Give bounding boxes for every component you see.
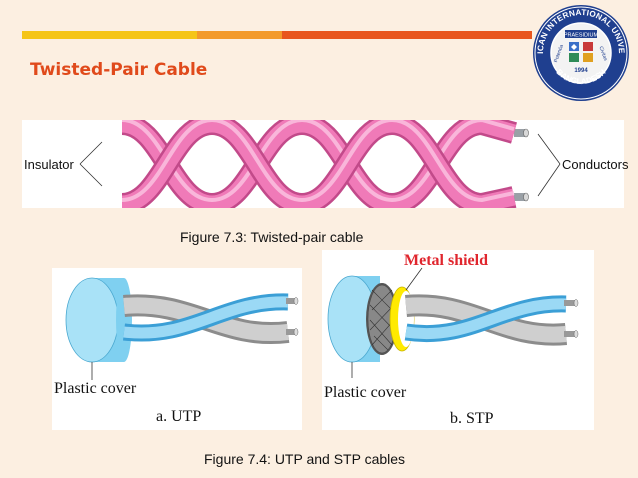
- insulator-label: Insulator: [24, 157, 74, 172]
- metal-shield-label: Metal shield: [404, 252, 488, 269]
- utp-sub-caption: a. UTP: [156, 408, 202, 425]
- stp-figure: Metal shield Plastic cover b. STP: [322, 250, 594, 430]
- utp-plastic-cover-label: Plastic cover: [54, 380, 137, 397]
- logo-left-word: Potentia: [553, 44, 565, 63]
- figure-7-3-caption: Figure 7.3: Twisted-pair cable: [180, 229, 364, 245]
- accent-bar-orange: [197, 31, 282, 39]
- figure-7-4-caption: Figure 7.4: UTP and STP cables: [204, 451, 406, 467]
- logo-year: 1994: [574, 68, 588, 74]
- stp-diagram: [327, 267, 579, 378]
- stp-sub-caption: b. STP: [450, 410, 494, 427]
- logo-motto: PRAESIDIUM: [564, 33, 599, 39]
- university-logo: AMERICAN INTERNATIONAL UNIVERSITY BANGLA…: [531, 3, 629, 101]
- stp-plastic-cover-label: Plastic cover: [324, 384, 407, 401]
- slide-title: Twisted-Pair Cable: [30, 60, 208, 80]
- accent-bar-red: [282, 31, 532, 39]
- utp-figure: Plastic cover a. UTP: [52, 268, 302, 430]
- logo-right-word: Civitas: [598, 46, 609, 63]
- accent-bar-yellow: [22, 31, 197, 39]
- twisted-pair-figure: Insulator Conductors: [22, 112, 628, 216]
- crest-icon: [569, 42, 593, 62]
- utp-diagram: [65, 277, 299, 380]
- conductors-label: Conductors: [562, 157, 629, 172]
- twisted-pair-diagram: [79, 112, 561, 216]
